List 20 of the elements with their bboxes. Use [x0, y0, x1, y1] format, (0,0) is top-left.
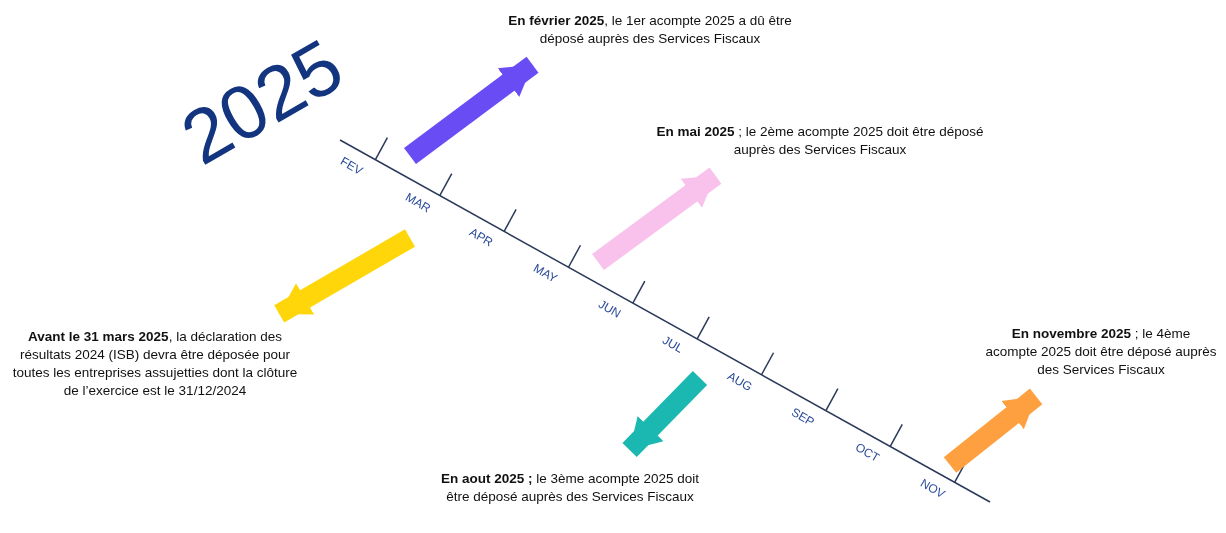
milestone-note: En février 2025, le 1er acompte 2025 a dû être déposé auprès des Services Fiscaux [500, 12, 800, 48]
arrow [274, 229, 416, 323]
month-label: JUN [595, 297, 624, 321]
arrow [622, 371, 708, 457]
month-label: NOV [917, 476, 948, 502]
milestone-note: En mai 2025 ; le 2ème acompte 2025 doit être déposé auprès des Services Fiscaux [655, 123, 985, 159]
month-label: MAR [402, 189, 433, 215]
milestone-note: En aout 2025 ; le 3ème acompte 2025 doit être déposé auprès des Services Fiscaux [440, 470, 700, 506]
milestone-note: En novembre 2025 ; le 4ème acompte 2025 doit être déposé auprès des Services Fiscaux [985, 325, 1217, 379]
month-label: SEP [788, 404, 817, 429]
arrow [592, 167, 722, 271]
month-label: APR [467, 225, 496, 250]
month-label: FEV [338, 153, 366, 178]
arrow [943, 388, 1043, 473]
milestone-note: Avant le 31 mars 2025, la déclaration des résultats 2024 (ISB) devra être déposée pour toutes les entreprises assujetties dont la clôture de l’exercice est le 31/12/2024 [5, 328, 305, 400]
month-label: AUG [724, 368, 755, 394]
month-label: MAY [531, 261, 561, 286]
month-label: OCT [853, 440, 883, 466]
month-label: JUL [660, 332, 686, 356]
arrow [404, 56, 539, 164]
